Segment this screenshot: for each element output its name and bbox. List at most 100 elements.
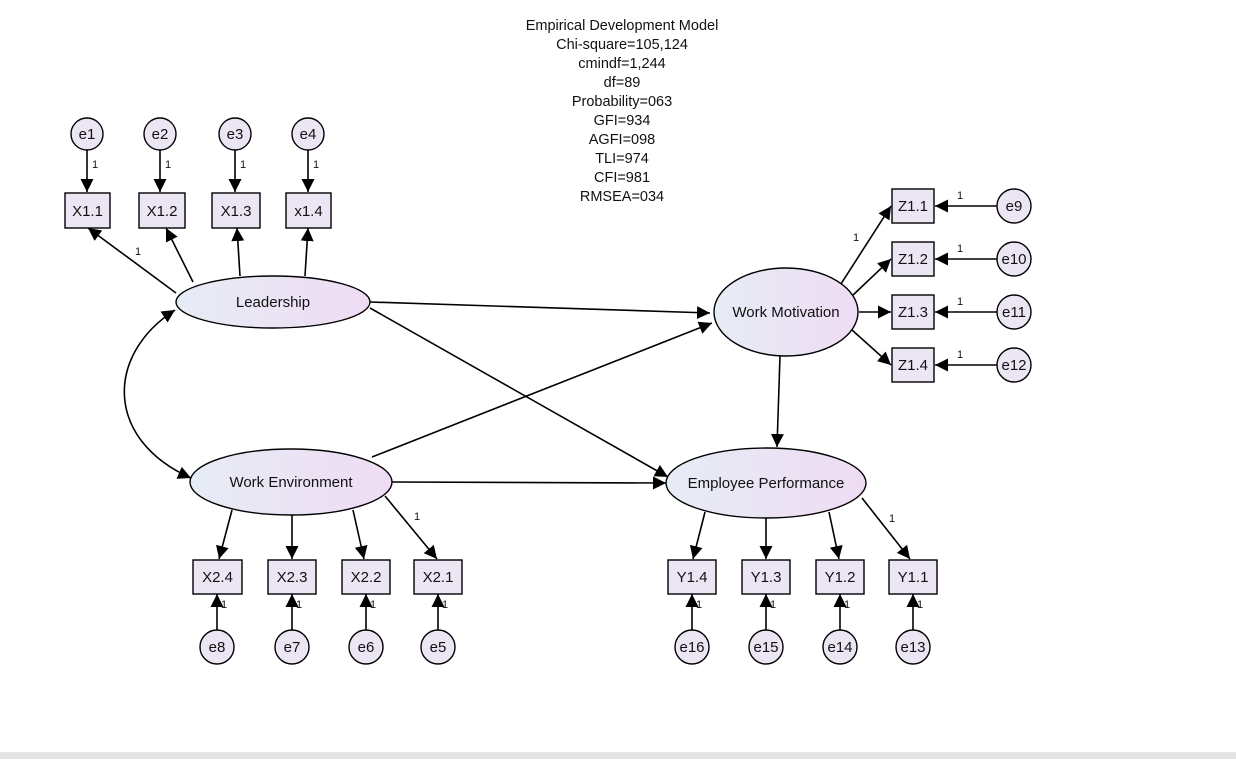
error-e1: e1 [70,117,104,151]
arrow-work-motivation-z1-4 [851,329,892,366]
error-e11: e11 [996,294,1032,330]
error-e7: e7 [274,629,310,665]
loading-label-e2: 1 [165,159,171,171]
indicator-x2-4: X2.4 [192,559,243,595]
loading-label-e8: 1 [221,599,227,611]
svg-text:X2.4: X2.4 [202,569,233,586]
latent-variables: Leadership Work Environment Work Motivat… [175,267,867,519]
svg-text:Z1.1: Z1.1 [898,198,928,215]
indicator-x2-3: X2.3 [267,559,317,595]
loading-label-e16: 1 [696,599,702,611]
arrow-leadership-x1-1 [87,227,177,294]
indicator-z1-4: Z1.4 [891,347,935,383]
covariance-leadership-work-environment [123,309,192,479]
indicators: X1.1 X1.2 X1.3 x1.4 X2.4 X2.3 X2.2 X2.1 … [64,188,938,595]
loading-label-e6: 1 [370,599,376,611]
svg-text:Y1.1: Y1.1 [898,569,929,586]
loading-label-e9: 1 [957,190,963,202]
svg-text:e5: e5 [430,639,447,656]
arrow-work-environment-x2-4 [216,509,233,560]
stat-tli: TLI=974 [595,151,649,167]
error-e13: e13 [895,629,931,665]
indicator-x1-4: x1.4 [285,192,332,229]
error-e15: e15 [748,629,784,665]
svg-text:Z1.3: Z1.3 [898,304,928,321]
loading-label-e14: 1 [844,599,850,611]
arrow-leadership-x1-2 [165,227,194,283]
svg-text:X2.1: X2.1 [423,569,454,586]
arrow-work-environment-x2-2 [352,509,368,560]
loading-label-leadership-x1-1: 1 [135,246,141,258]
stat-cfi: CFI=981 [594,170,650,186]
indicator-y1-3: Y1.3 [741,559,791,595]
loading-label-e11: 1 [957,296,963,308]
loading-label-employee-performance-y1-1: 1 [889,513,895,525]
loading-label-e1: 1 [92,159,98,171]
latent-leadership: Leadership [175,275,371,329]
svg-text:e6: e6 [358,639,375,656]
arrow-work-environment-x2-1 [384,495,438,560]
arrow-employee-performance-y1-1 [861,497,911,560]
stat-agfi: AGFI=098 [589,132,656,148]
stat-chi-square: Chi-square=105,124 [556,37,688,53]
indicator-y1-2: Y1.2 [815,559,865,595]
svg-text:X2.3: X2.3 [277,569,308,586]
arrow-work-motivation-z1-1 [838,205,892,288]
loading-label-e7: 1 [296,599,302,611]
arrow-leadership-x1-4 [300,227,314,277]
svg-text:Z1.4: Z1.4 [898,357,928,374]
svg-text:e10: e10 [1001,251,1026,268]
stat-cmindf: cmindf=1,244 [578,56,665,72]
loading-label-e4: 1 [313,159,319,171]
loading-label-e5: 1 [442,599,448,611]
edges [80,150,997,630]
indicator-y1-1: Y1.1 [888,559,938,595]
loading-label-e3: 1 [240,159,246,171]
svg-text:Work Motivation: Work Motivation [732,304,839,321]
svg-text:Y1.3: Y1.3 [751,569,782,586]
loading-label-work-environment-x2-1: 1 [414,511,420,523]
arrow-work-environment-work-motivation [371,321,713,458]
svg-text:e2: e2 [152,126,169,143]
svg-text:e4: e4 [300,126,317,143]
latent-work-motivation: Work Motivation [713,267,859,357]
arrow-work-motivation-z1-2 [851,258,892,297]
indicator-z1-2: Z1.2 [891,241,935,277]
svg-text:X1.2: X1.2 [147,203,178,220]
svg-text:x1.4: x1.4 [294,203,322,220]
bottom-divider [0,752,1236,759]
loading-label-e12: 1 [957,349,963,361]
svg-text:e14: e14 [827,639,852,656]
svg-text:Leadership: Leadership [236,294,310,311]
error-e2: e2 [143,117,177,151]
error-e3: e3 [218,117,252,151]
svg-text:Y1.4: Y1.4 [677,569,708,586]
latent-employee-performance: Employee Performance [665,447,867,519]
error-e10: e10 [996,241,1032,277]
svg-text:e11: e11 [1002,304,1026,321]
svg-text:e3: e3 [227,126,244,143]
error-e16: e16 [674,629,710,665]
svg-text:e15: e15 [753,639,778,656]
svg-text:e16: e16 [679,639,704,656]
loading-label-work-motivation-z1-1: 1 [853,232,859,244]
loading-label-e15: 1 [770,599,776,611]
error-e12: e12 [996,347,1032,383]
arrow-work-environment-employee-performance [391,476,667,490]
stat-gfi: GFI=934 [594,113,651,129]
svg-text:Employee Performance: Employee Performance [688,475,845,492]
svg-text:X2.2: X2.2 [351,569,382,586]
arrow-leadership-work-motivation [369,301,711,320]
svg-text:X1.3: X1.3 [221,203,252,220]
model-title: Empirical Development Model [526,18,719,34]
arrow-leadership-x1-3 [231,227,245,277]
arrow-employee-performance-y1-2 [828,511,843,560]
svg-text:Z1.2: Z1.2 [898,251,928,268]
error-e8: e8 [199,629,235,665]
svg-text:e9: e9 [1006,198,1023,215]
fixed-loading-labels: 1 1 1 1 1 1 1 1 1 1 1 1 1 1 1 1 1 1 1 1 [92,159,963,611]
fit-statistics: Empirical Development Model Chi-square=1… [526,18,719,205]
svg-text:e13: e13 [900,639,925,656]
indicator-x2-2: X2.2 [341,559,391,595]
